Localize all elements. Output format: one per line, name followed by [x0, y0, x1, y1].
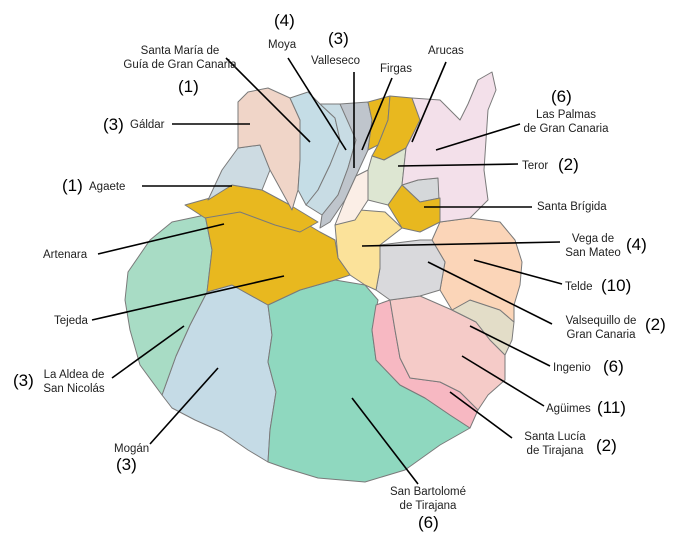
count-las-palmas: (6) — [551, 87, 572, 106]
count-ingenio: (6) — [603, 357, 624, 376]
count-galdar: (3) — [103, 115, 124, 134]
label-tejeda: Tejeda — [54, 315, 88, 327]
leader-valsequillo — [427, 261, 553, 325]
count-teror: (2) — [558, 155, 579, 174]
region-aldea — [124, 214, 213, 396]
label-santa-lucia: Santa Lucía de Tirajana — [524, 431, 586, 457]
leader-moya — [287, 57, 347, 151]
label-telde: Telde — [565, 281, 593, 293]
leader-firgas — [361, 77, 393, 151]
leader-las-palmas — [435, 123, 521, 151]
leader-arucas — [411, 61, 447, 143]
leader-ingenio — [469, 325, 551, 367]
label-mogan: Mogán — [114, 443, 150, 455]
leader-lines — [91, 57, 563, 485]
label-galdar: Gáldar — [130, 119, 165, 131]
count-santa-lucia: (2) — [596, 436, 617, 455]
label-teror: Teror — [522, 160, 549, 172]
label-aguimes: Agüimes — [546, 403, 591, 415]
count-mogan: (3) — [116, 455, 137, 474]
leader-santa-maria — [225, 57, 311, 143]
label-valleseco: Valleseco — [311, 55, 361, 67]
municipality-regions — [124, 71, 523, 483]
label-ingenio: Ingenio — [553, 362, 591, 374]
label-agaete: Agaete — [89, 181, 126, 193]
leader-artenara — [97, 223, 225, 255]
leader-mogan — [149, 367, 219, 445]
label-valsequillo: Valsequillo de Gran Canaria — [565, 315, 637, 341]
region-san-bartolome — [267, 279, 471, 483]
count-san-bartolome: (6) — [418, 513, 439, 532]
label-arucas: Arucas — [428, 45, 464, 57]
leader-telde — [473, 259, 563, 285]
count-agaete: (1) — [62, 176, 83, 195]
label-aldea: La Aldea de San Nicolás — [43, 369, 105, 395]
leader-teror — [397, 163, 519, 167]
count-vega: (4) — [626, 235, 647, 254]
leader-santa-lucia — [449, 391, 513, 439]
label-moya: Moya — [268, 39, 297, 51]
label-santa-brigida: Santa Brígida — [537, 201, 607, 213]
count-aldea: (3) — [13, 371, 34, 390]
count-santa-maria: (1) — [178, 77, 199, 96]
label-firgas: Firgas — [380, 63, 412, 75]
leader-aldea — [111, 325, 185, 379]
label-artenara: Artenara — [43, 249, 88, 261]
count-aguimes: (11) — [597, 398, 626, 417]
count-telde: (10) — [601, 276, 632, 295]
leader-aguimes — [461, 355, 545, 407]
leader-vega — [361, 241, 561, 247]
label-santa-maria: Santa María de Guía de Gran Canaria — [123, 45, 237, 71]
count-moya: (4) — [274, 11, 295, 30]
count-valleseco: (3) — [328, 29, 349, 48]
region-valsequillo — [375, 239, 446, 301]
count-valsequillo: (2) — [645, 315, 666, 334]
region-santa-brigida — [387, 184, 441, 233]
leader-tejeda — [91, 275, 285, 321]
label-san-bartolome: San Bartolomé de Tirajana — [389, 486, 467, 512]
label-vega: Vega de San Mateo — [565, 233, 621, 259]
leader-san-bartolome — [351, 397, 419, 485]
label-las-palmas: Las Palmas de Gran Canaria — [523, 109, 609, 135]
